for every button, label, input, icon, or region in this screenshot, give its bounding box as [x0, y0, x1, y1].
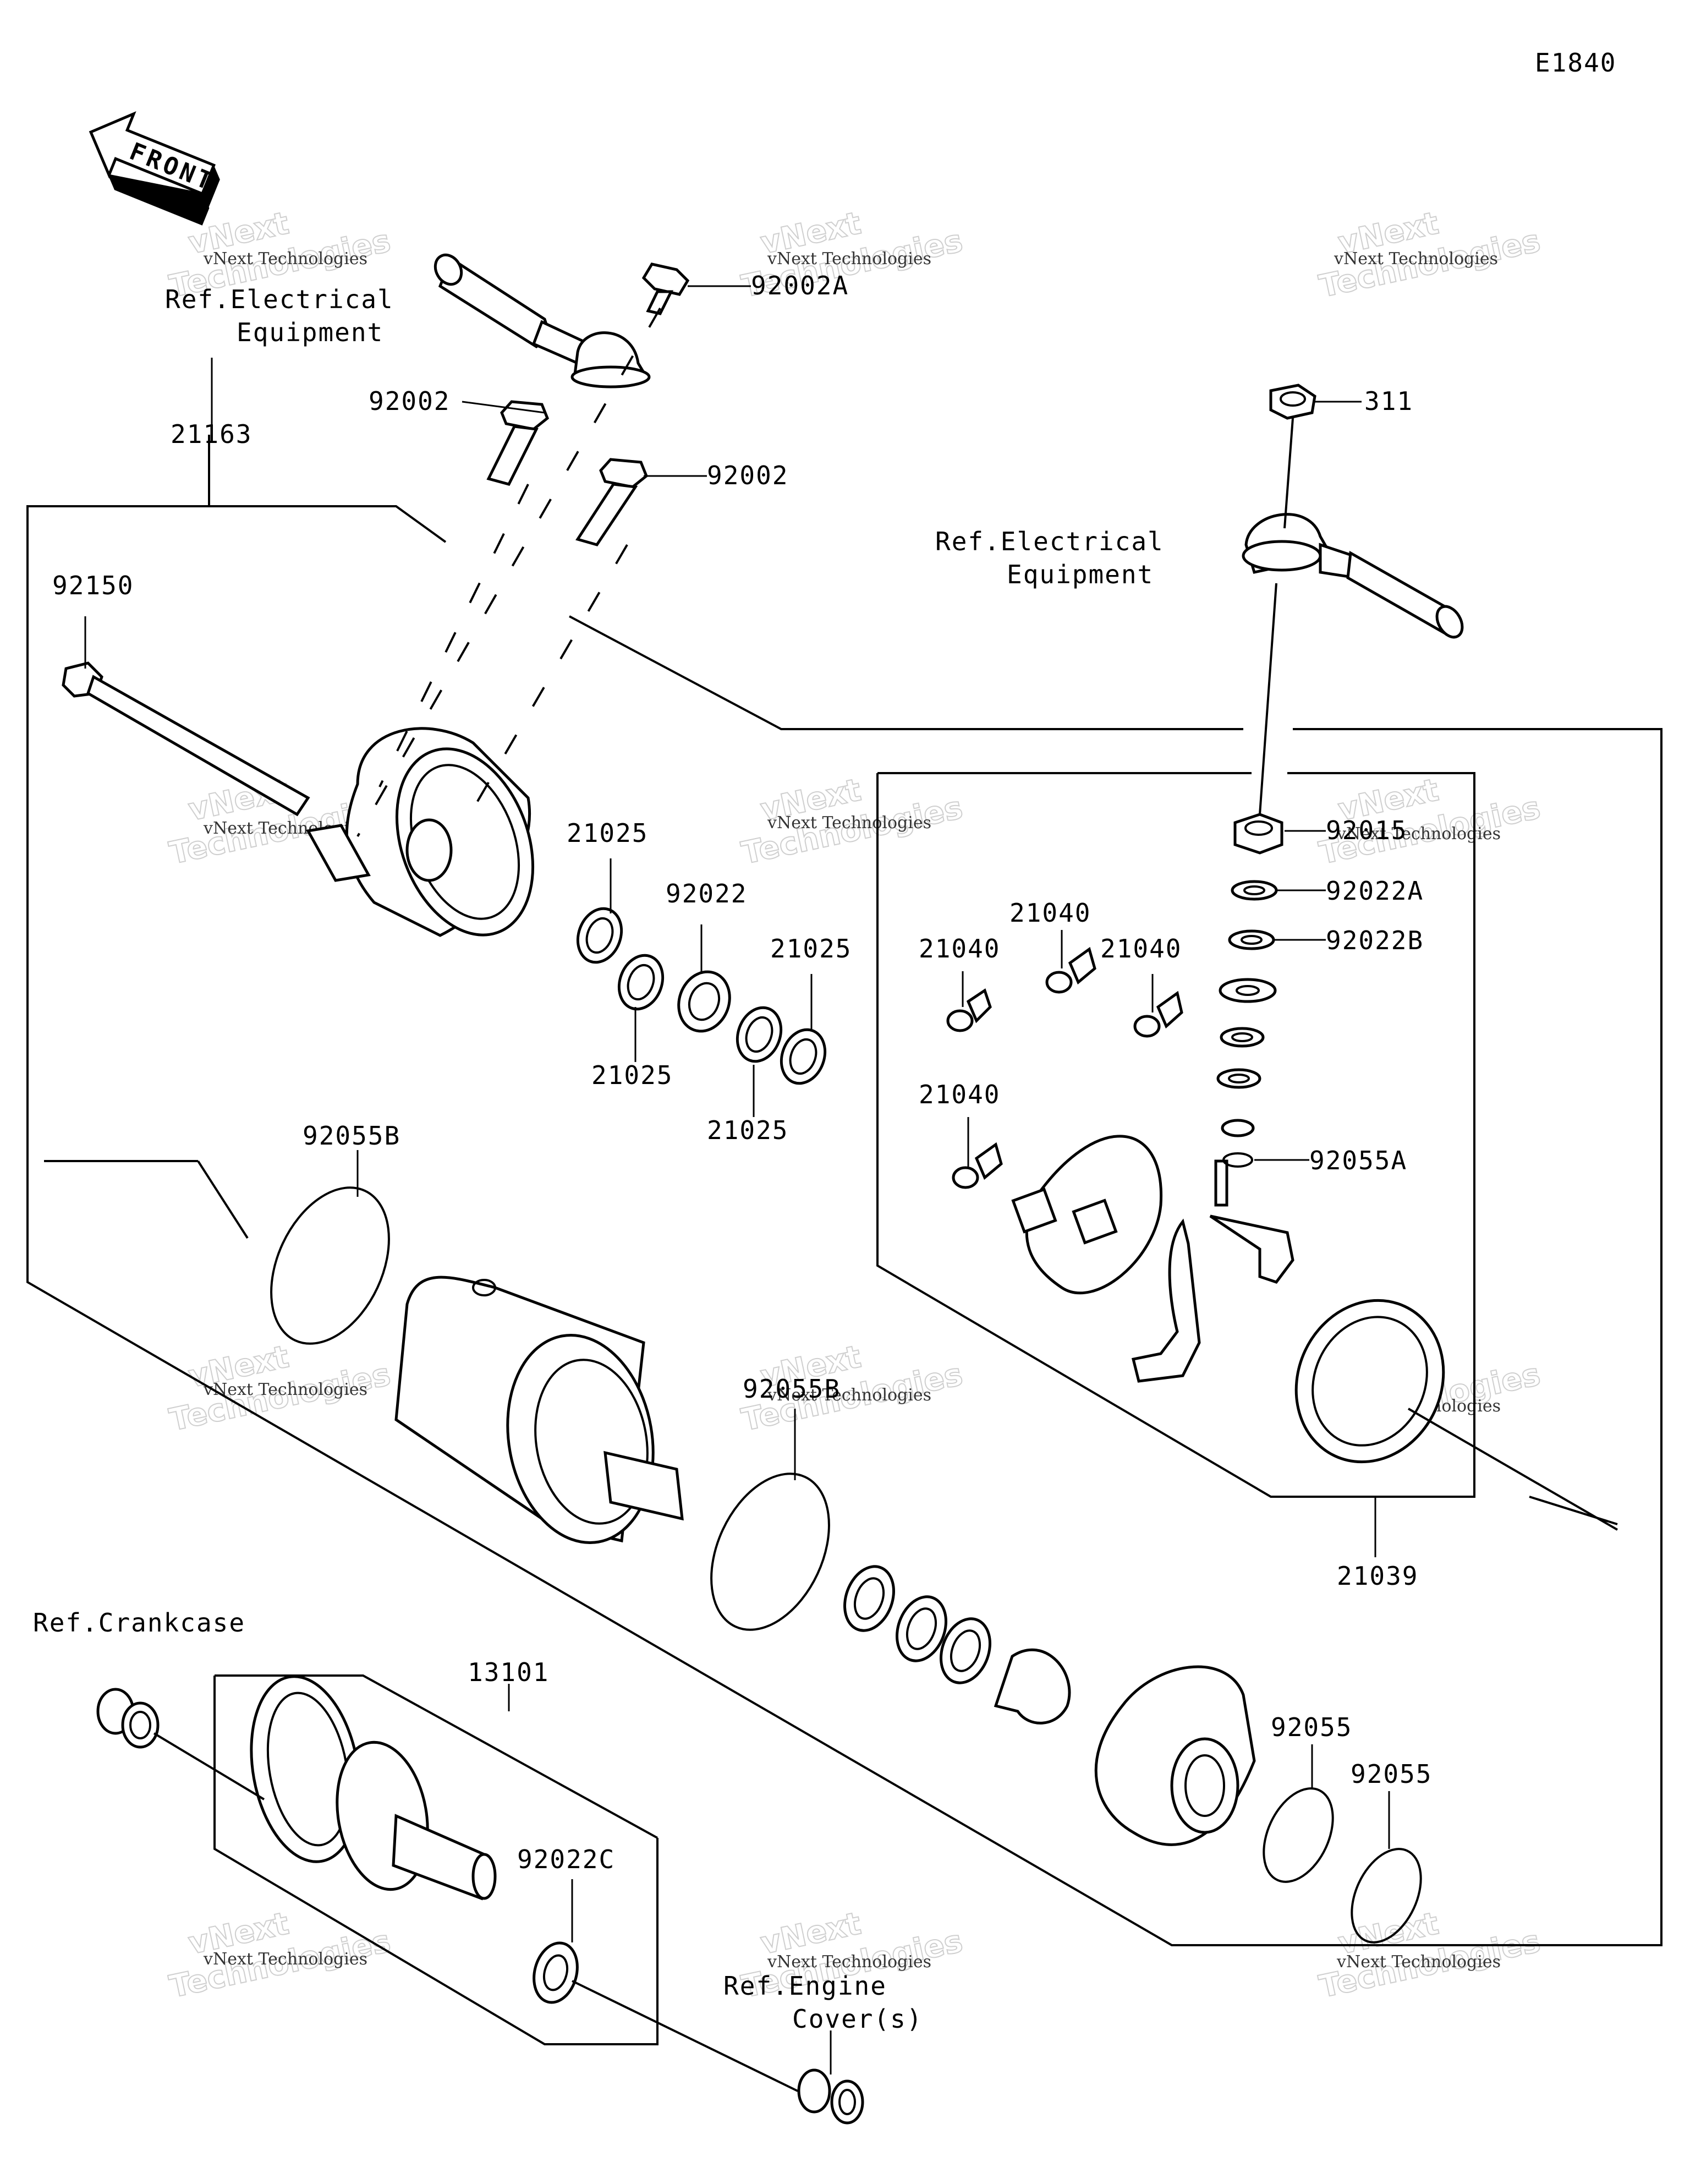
nut-92015-icon	[1233, 813, 1283, 855]
bolt-92002-right-icon	[575, 458, 649, 546]
part-number-21025-b: 21025	[770, 934, 852, 964]
part-number-92055-right: 92055	[1351, 1759, 1432, 1789]
bolt-92150-icon	[62, 661, 310, 817]
ref-electrical-left-line1: Ref.Electrical	[165, 284, 394, 314]
cable-left-icon	[434, 253, 651, 388]
ref-electrical-right-line1: Ref.Electrical	[935, 527, 1164, 556]
brush-holder-icon	[1131, 1159, 1294, 1383]
part-number-21040-b: 21040	[919, 934, 1000, 964]
ref-engine-cover-line1: Ref.Engine	[723, 1971, 887, 2001]
part-number-21025-c: 21025	[591, 1060, 673, 1090]
front-arrow-icon: FRONT	[89, 111, 220, 226]
part-number-92022A: 92022A	[1326, 876, 1424, 906]
watermark-caption: vNext Technologies	[203, 1380, 367, 1399]
part-number-92055B-top: 92055B	[303, 1121, 400, 1151]
part-number-21025-d: 21025	[707, 1115, 788, 1145]
watermark-caption: vNext Technologies	[1336, 1952, 1501, 1972]
watermark-caption: vNext Technologies	[767, 249, 931, 269]
part-labels: Ref.Electrical Equipment Ref.Electrical …	[33, 271, 1432, 2034]
watermark-caption: vNext Technologies	[203, 1950, 367, 1969]
part-number-92022: 92022	[666, 879, 747, 908]
part-number-92022C: 92022C	[517, 1844, 615, 1874]
ref-engine-cover-line2: Cover(s)	[792, 2004, 923, 2034]
part-number-21040-a: 21040	[1009, 898, 1091, 928]
part-number-21040-d: 21040	[919, 1080, 1000, 1109]
bolt-92002-left-icon	[486, 400, 550, 486]
watermark-caption: vNext Technologies	[767, 813, 931, 833]
part-number-21039: 21039	[1337, 1561, 1418, 1591]
diagram-id: E1840	[1535, 48, 1616, 78]
part-number-92055-left: 92055	[1271, 1712, 1352, 1742]
o-ring-92055A-icon	[1222, 1152, 1253, 1168]
part-number-92002A: 92002A	[751, 271, 849, 300]
brush-box-21039	[876, 772, 1475, 1498]
assembly-outline-21163	[26, 435, 1662, 1946]
watermark-caption: vNext Technologies	[203, 249, 367, 269]
o-ring-92055-left-icon	[1263, 1787, 1334, 1883]
part-number-92055A: 92055A	[1309, 1146, 1407, 1175]
ref-crankcase: Ref.Crankcase	[33, 1608, 245, 1638]
brush-21040-icon	[946, 946, 1183, 1189]
brush-ring-icon	[1294, 1299, 1445, 1464]
part-number-311: 311	[1364, 386, 1413, 416]
part-number-92150: 92150	[52, 571, 134, 600]
bushing-engine-cover-icon	[797, 2068, 864, 2125]
part-number-21163: 21163	[171, 419, 252, 449]
axis-lines	[44, 308, 1618, 2092]
o-ring-92055B-middle-icon	[710, 1473, 830, 1631]
part-number-92055B-middle: 92055B	[743, 1374, 841, 1404]
bushing-crankcase-icon	[96, 1688, 160, 1749]
washer-group-middle-icon	[843, 1565, 1071, 1725]
washer-stack-icon	[1216, 880, 1278, 1137]
brush-plate-icon	[1011, 1135, 1163, 1295]
motor-front-cover-icon	[1094, 1665, 1256, 1846]
starter-clutch-icon	[250, 1675, 497, 1901]
ref-electrical-right-line2: Equipment	[1007, 560, 1154, 589]
part-number-92002-left: 92002	[369, 386, 450, 416]
cable-right-icon	[1242, 513, 1464, 639]
o-ring-92055B-top-icon	[270, 1186, 390, 1345]
part-number-21025-a: 21025	[567, 818, 648, 848]
part-number-13101: 13101	[468, 1657, 549, 1687]
motor-body-icon	[394, 1276, 684, 1544]
ref-electrical-left-line2: Equipment	[237, 318, 383, 347]
motor-end-cover-icon	[306, 727, 535, 937]
clutch-box-13101	[213, 1674, 659, 2045]
part-number-92022B: 92022B	[1326, 926, 1424, 955]
watermark-caption: vNext Technologies	[1334, 249, 1498, 269]
part-number-21040-c: 21040	[1100, 934, 1182, 964]
leader-lines	[84, 285, 1390, 2074]
nut-311-icon	[1269, 384, 1316, 420]
washer-92022C-icon	[533, 1941, 579, 2004]
part-number-92002-right: 92002	[707, 461, 788, 490]
part-number-92015: 92015	[1326, 815, 1407, 845]
o-ring-92055-right-icon	[1351, 1848, 1422, 1944]
watermark-caption: vNext Technologies	[767, 1386, 931, 1405]
washer-group-21025-icon	[576, 907, 827, 1085]
watermark-caption: vNext Technologies	[767, 1952, 931, 1972]
bolt-92002A-icon	[641, 262, 690, 315]
